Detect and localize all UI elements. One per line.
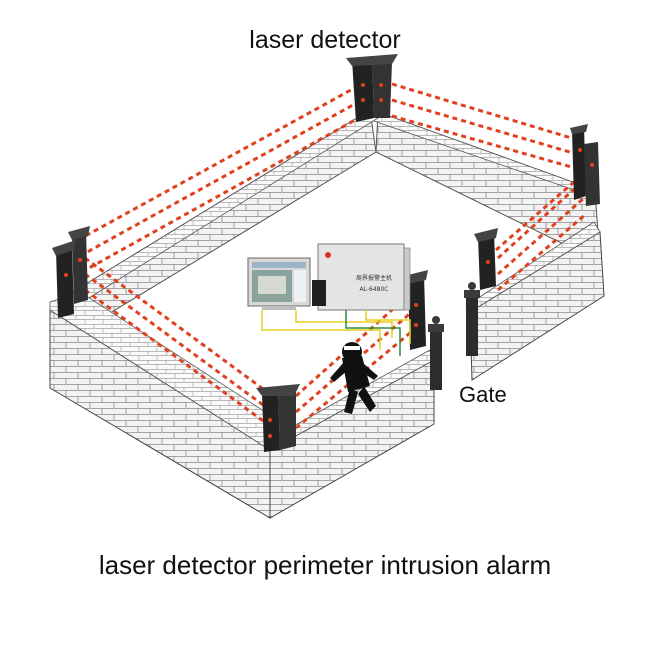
diagram-caption: laser detector perimeter intrusion alarm — [0, 550, 650, 581]
panel-label-line2: AL-6480C — [360, 286, 389, 293]
laser-detector-top — [346, 54, 398, 122]
laser-detector-right — [570, 124, 600, 206]
laser-detector-label: laser detector — [0, 26, 650, 55]
laser-detector-right-front — [474, 228, 498, 290]
monitoring-monitor — [248, 258, 310, 310]
alarm-control-panel: 周界报警主机 AL-6480C — [312, 244, 410, 310]
front-left-wall — [50, 292, 290, 518]
gate-label: Gate — [459, 382, 507, 408]
panel-label-line1: 周界报警主机 — [356, 274, 392, 282]
